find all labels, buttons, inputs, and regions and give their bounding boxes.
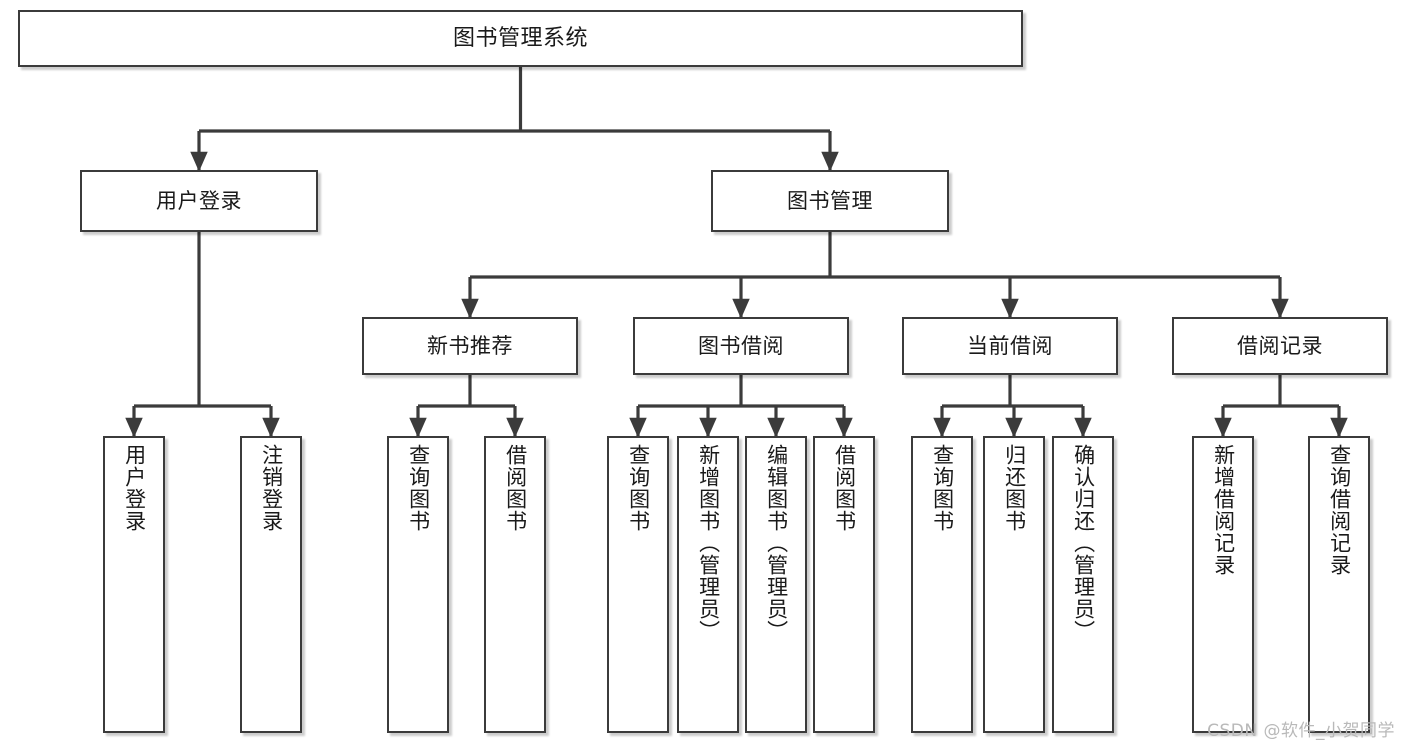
leaf-return-book[interactable]: 归还图书 [983, 436, 1045, 733]
leaf-query-book-current[interactable]: 查询图书 [911, 436, 973, 733]
leaf-query-borrow-record-label: 查询借阅记录 [1327, 444, 1352, 576]
node-book-borrow-label: 图书借阅 [698, 333, 784, 358]
leaf-query-book-recommend[interactable]: 查询图书 [387, 436, 449, 733]
node-new-book-recommend-label: 新书推荐 [427, 333, 513, 358]
leaf-borrow-book[interactable]: 借阅图书 [813, 436, 875, 733]
leaf-confirm-return-admin-label: 确认归还（管理员） [1071, 444, 1096, 642]
leaf-logout[interactable]: 注销登录 [240, 436, 302, 733]
leaf-user-login[interactable]: 用户登录 [103, 436, 165, 733]
node-root-label: 图书管理系统 [452, 25, 588, 51]
node-new-book-recommend[interactable]: 新书推荐 [362, 317, 578, 375]
leaf-edit-book-admin-label: 编辑图书（管理员） [764, 444, 789, 642]
leaf-add-borrow-record[interactable]: 新增借阅记录 [1192, 436, 1254, 733]
leaf-query-book-recommend-label: 查询图书 [406, 444, 431, 532]
node-user-login[interactable]: 用户登录 [80, 170, 318, 232]
leaf-return-book-label: 归还图书 [1002, 444, 1027, 532]
leaf-edit-book-admin[interactable]: 编辑图书（管理员） [745, 436, 807, 733]
leaf-borrow-book-recommend-label: 借阅图书 [503, 444, 528, 532]
node-book-management[interactable]: 图书管理 [711, 170, 949, 232]
leaf-borrow-book-recommend[interactable]: 借阅图书 [484, 436, 546, 733]
leaf-add-book-admin-label: 新增图书（管理员） [696, 444, 721, 642]
node-borrow-record-label: 借阅记录 [1237, 333, 1323, 358]
leaf-query-book-current-label: 查询图书 [930, 444, 955, 532]
leaf-add-book-admin[interactable]: 新增图书（管理员） [677, 436, 739, 733]
leaf-query-book-borrow[interactable]: 查询图书 [607, 436, 669, 733]
node-book-borrow[interactable]: 图书借阅 [633, 317, 849, 375]
node-book-management-label: 图书管理 [787, 188, 873, 213]
node-root[interactable]: 图书管理系统 [18, 10, 1023, 67]
leaf-user-login-label: 用户登录 [122, 444, 147, 532]
node-current-borrow[interactable]: 当前借阅 [902, 317, 1118, 375]
leaf-query-borrow-record[interactable]: 查询借阅记录 [1308, 436, 1370, 733]
node-user-login-label: 用户登录 [156, 188, 242, 213]
leaf-logout-label: 注销登录 [259, 444, 284, 532]
leaf-borrow-book-label: 借阅图书 [832, 444, 857, 532]
node-borrow-record[interactable]: 借阅记录 [1172, 317, 1388, 375]
node-current-borrow-label: 当前借阅 [967, 333, 1053, 358]
leaf-confirm-return-admin[interactable]: 确认归还（管理员） [1052, 436, 1114, 733]
leaf-query-book-borrow-label: 查询图书 [626, 444, 651, 532]
leaf-add-borrow-record-label: 新增借阅记录 [1211, 444, 1236, 576]
watermark: CSDN @软件_小贺同学 [1207, 721, 1395, 741]
